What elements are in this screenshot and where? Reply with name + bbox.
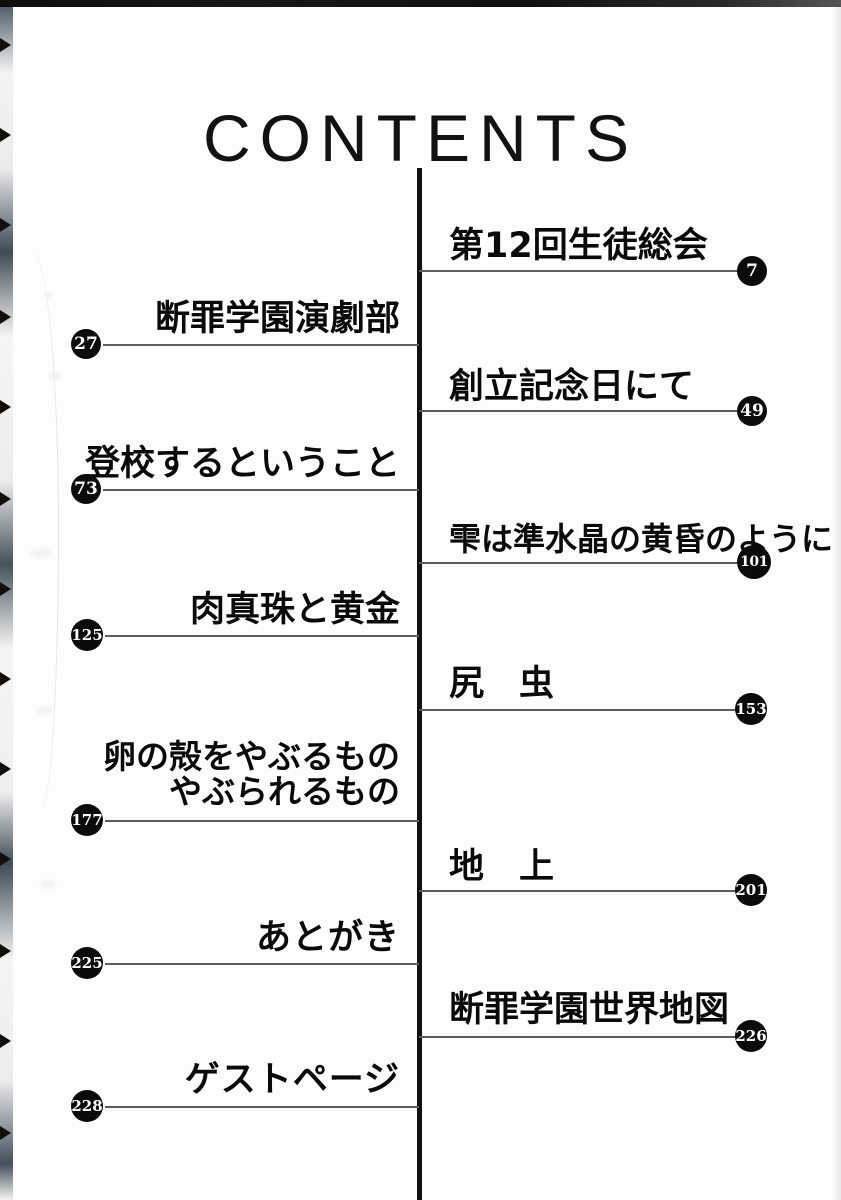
paper-smudge [36, 706, 54, 715]
toc-leader-line [105, 963, 419, 965]
paper-smudge [40, 880, 56, 889]
binding-tear-mark [0, 1034, 11, 1048]
toc-page-number[interactable]: 177 [71, 804, 103, 836]
toc-page-number[interactable]: 226 [735, 1020, 767, 1052]
scan-left-edge-artifact [0, 0, 13, 1200]
toc-page-number[interactable]: 125 [71, 619, 103, 651]
paper-smudge [48, 372, 62, 380]
toc-entry-title: 登校するということ [84, 444, 400, 484]
toc-leader-line [419, 1036, 739, 1038]
toc-entry-title: あとがき [255, 918, 400, 958]
binding-tear-mark [0, 492, 11, 506]
paper-smudge [44, 292, 54, 299]
binding-tear-mark [0, 38, 11, 52]
scan-top-edge-artifact [0, 0, 841, 7]
toc-entry-title-line-2: やぶられるもの [169, 771, 400, 811]
toc-page-number[interactable]: 27 [71, 329, 101, 359]
toc-entry-title: 第12回生徒総会 [449, 226, 708, 266]
binding-tear-mark [0, 400, 11, 414]
toc-entry-title: 肉真珠と黄金 [189, 590, 400, 630]
toc-entry-title: 尻 虫 [449, 664, 555, 704]
binding-tear-mark [0, 310, 11, 324]
toc-page-number[interactable]: 73 [71, 474, 101, 504]
toc-entry-title: 断罪学園演劇部 [154, 299, 400, 339]
binding-tear-mark [0, 944, 11, 958]
toc-leader-line [419, 270, 745, 272]
toc-leader-line [419, 890, 739, 892]
binding-tear-mark [0, 128, 11, 142]
binding-tear-mark [0, 582, 11, 596]
toc-entry-title: 地 上 [449, 847, 555, 887]
toc-page-number[interactable]: 153 [735, 693, 767, 725]
paper-smudge [30, 548, 52, 558]
toc-entry-title: 雫は準水晶の黄昏のように [449, 520, 834, 558]
toc-leader-line [105, 635, 419, 637]
toc-page-number[interactable]: 101 [737, 545, 771, 579]
toc-entry-title-line-1: 卵の殻をやぶるもの [103, 737, 400, 776]
toc-page-number[interactable]: 225 [71, 947, 103, 979]
toc-leader-line [105, 1106, 419, 1108]
binding-tear-mark [0, 1126, 11, 1140]
binding-tear-mark [0, 218, 11, 232]
toc-page-number[interactable]: 7 [737, 256, 767, 286]
toc-leader-line [419, 562, 741, 564]
toc-leader-line [419, 709, 739, 711]
toc-leader-line [103, 344, 419, 346]
paper-tear-contour [14, 250, 59, 810]
page-title: CONTENTS [203, 101, 638, 175]
toc-entry-title: ゲストページ [184, 1060, 400, 1100]
toc-leader-line [103, 489, 419, 491]
toc-leader-line [105, 820, 419, 822]
toc-entry-title: 断罪学園世界地図 [449, 990, 730, 1030]
toc-page-number[interactable]: 228 [71, 1090, 103, 1122]
binding-tear-mark [0, 852, 11, 866]
center-divider-rule [417, 168, 422, 1200]
binding-tear-mark [0, 762, 11, 776]
scan-right-edge-shade [832, 0, 841, 1200]
toc-leader-line [419, 410, 745, 412]
toc-page-number[interactable]: 201 [735, 874, 767, 906]
toc-entry-title: 創立記念日にて [449, 367, 695, 407]
binding-tear-mark [0, 672, 11, 686]
toc-entry-title: 卵の殻をやぶるもの やぶられるもの [103, 737, 400, 811]
toc-page-number[interactable]: 49 [737, 396, 767, 426]
